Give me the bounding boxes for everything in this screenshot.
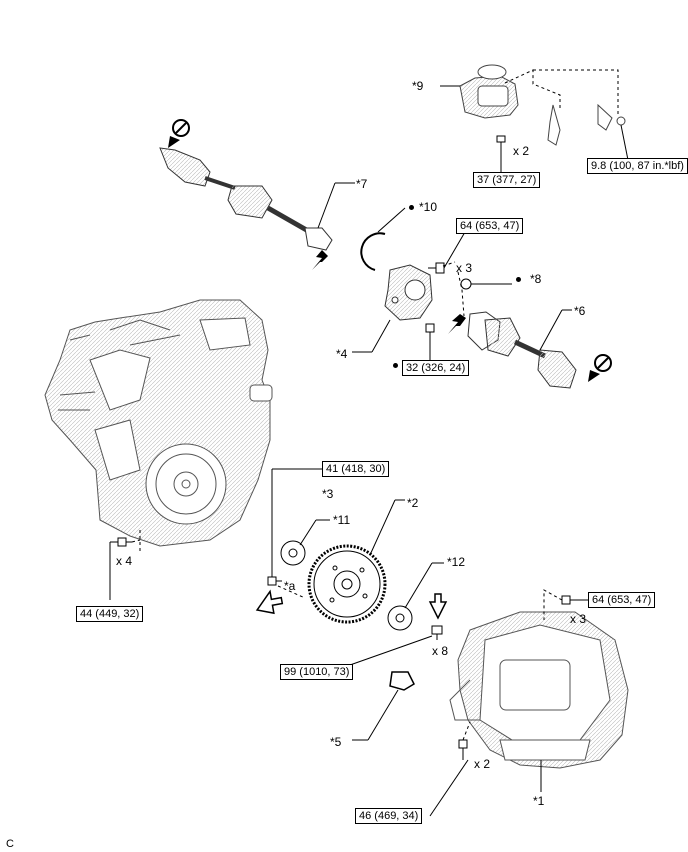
direction-arrow-icon: [428, 593, 448, 620]
callout-starter: *9: [412, 79, 424, 93]
non-reusable-dot-icon: [393, 363, 398, 368]
non-reusable-dot-icon: [516, 277, 521, 282]
rotate-arrow-icon: [588, 354, 612, 382]
callout-transaxle: *1: [533, 794, 545, 808]
bracket-lower-bolt-icon: [425, 323, 435, 343]
callout-housing-cover: *5: [330, 735, 342, 749]
snap-ring: [360, 232, 386, 271]
callout-right-drive-shaft: *6: [574, 304, 586, 318]
transaxle-assembly: [449, 611, 629, 769]
qty-bracket-bolts: x 3: [456, 261, 473, 275]
front-spacer: [280, 540, 306, 566]
transaxle-top-bolt-icon: [561, 595, 588, 605]
engine-assembly: [44, 299, 273, 547]
figure-code: C: [6, 838, 14, 850]
callout-pilot-bolt: *3: [322, 487, 334, 501]
qty-flywheel-bolts: x 8: [432, 644, 449, 658]
qty-trans-bottom-bolts: x 2: [474, 757, 491, 771]
torque-flywheel-bolt: 99 (1010, 73): [280, 664, 354, 680]
callout-drive-plate: *2: [407, 496, 419, 510]
callout-snap-ring: *10: [419, 200, 438, 214]
torque-engine-bolt: 44 (449, 32): [76, 606, 144, 622]
engine-bolt-icon: [117, 537, 132, 547]
torque-bracket-lower-bolt: 32 (326, 24): [402, 360, 470, 376]
direction-arrow-icon: [255, 589, 284, 615]
callout-left-drive-shaft: *7: [356, 177, 368, 191]
torque-bracket-bolt: 64 (653, 47): [456, 218, 524, 234]
torque-trans-top-bolt: 64 (653, 47): [588, 592, 656, 608]
left-drive-shaft: [159, 147, 333, 251]
qty-engine-bolts: x 4: [116, 554, 133, 568]
right-drive-shaft: [467, 311, 577, 389]
rotate-arrow-icon: [168, 119, 190, 148]
callout-bracket: *4: [336, 347, 348, 361]
callout-pilot-bolt-note: *a: [284, 579, 296, 593]
torque-starter-bolt: 37 (377, 27): [473, 172, 541, 188]
rear-spacer: [387, 605, 413, 631]
flywheel-bolt-icon: [431, 625, 443, 640]
callout-shaft-snap-ring: *8: [530, 272, 542, 286]
direction-arrow-icon: [312, 250, 328, 270]
shaft-snap-ring: [460, 278, 472, 290]
qty-trans-top-bolts: x 3: [570, 612, 587, 626]
bracket-bolt-icon: [428, 262, 445, 274]
starter-assembly: [459, 64, 626, 146]
torque-starter-nut: 9.8 (100, 87 in.*lbf): [587, 158, 688, 174]
callout-front-spacer: *11: [333, 513, 351, 527]
transaxle-bottom-bolt-icon: [458, 739, 468, 760]
callout-rear-spacer: *12: [447, 555, 466, 569]
starter-guide-lines: [504, 69, 619, 115]
bracket-guide-line: [442, 261, 456, 267]
flywheel-housing-cover: [389, 671, 415, 691]
pilot-bolt-icon: [267, 576, 282, 586]
drive-shaft-bearing-bracket: [384, 264, 433, 321]
torque-trans-bottom-bolt: 46 (469, 34): [355, 808, 423, 824]
non-reusable-dot-icon: [409, 205, 414, 210]
direction-arrow-icon: [448, 314, 466, 334]
starter-bolt-icon: [496, 135, 506, 154]
drive-plate: [307, 544, 387, 624]
qty-starter-bolts: x 2: [513, 144, 530, 158]
torque-pilot-bolt: 41 (418, 30): [322, 461, 390, 477]
